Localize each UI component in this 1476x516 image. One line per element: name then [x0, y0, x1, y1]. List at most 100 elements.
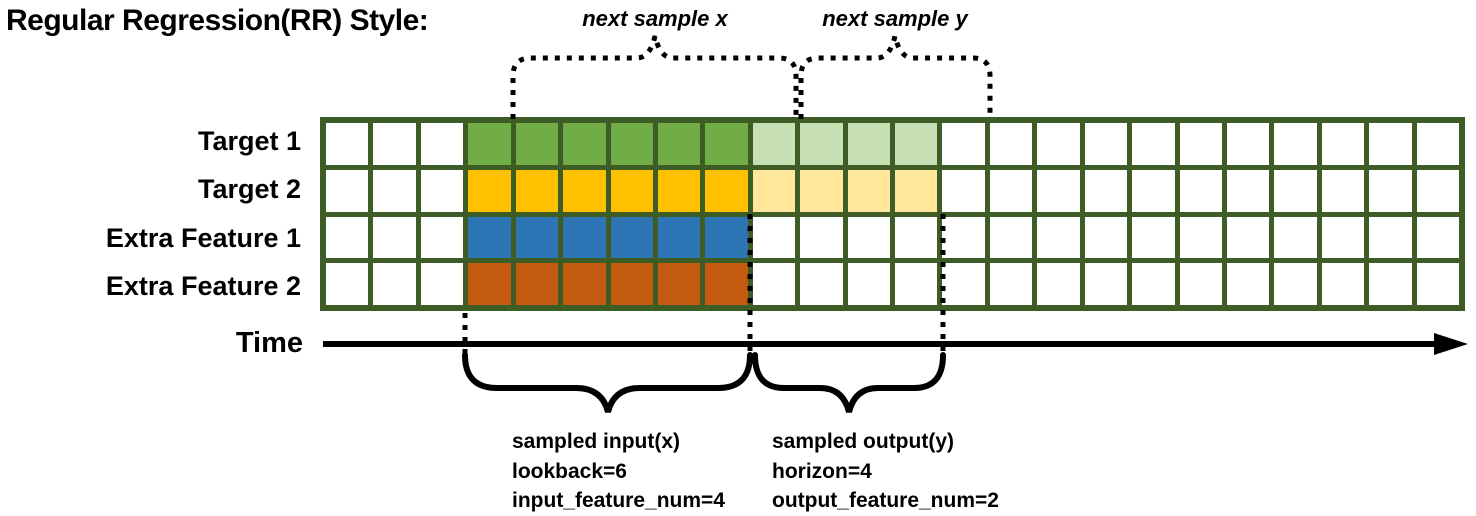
grid-cell — [942, 169, 985, 212]
grid-cell — [1274, 123, 1317, 165]
grid-cell — [1274, 169, 1317, 212]
sampled-input-title: sampled input(x) — [512, 430, 681, 453]
next-sample-x-label: next sample x — [582, 6, 728, 31]
grid-cell — [895, 263, 938, 305]
grid-cell — [989, 169, 1033, 212]
grid-cell — [1037, 123, 1080, 165]
grid-cell — [468, 216, 511, 259]
sampled-output-title: sampled output(y) — [772, 430, 954, 453]
grid-cell — [1321, 169, 1365, 212]
grid-cell — [1416, 169, 1459, 212]
grid-cell — [515, 169, 559, 212]
grid-cell — [610, 263, 653, 305]
grid-cell — [1084, 123, 1128, 165]
grid-cell — [942, 123, 985, 165]
next-sample-x-brace — [510, 35, 799, 119]
grid-cell — [1321, 263, 1365, 305]
grid-cell — [657, 263, 701, 305]
grid-cell — [800, 169, 843, 212]
grid-cell — [752, 263, 796, 305]
grid-cell — [563, 169, 606, 212]
next-sample-y-label: next sample y — [822, 6, 968, 31]
grid-cell — [1321, 123, 1365, 165]
grid-cell — [942, 216, 985, 259]
grid-cell — [1369, 263, 1412, 305]
grid-cell — [989, 216, 1033, 259]
grid-cell — [1084, 169, 1128, 212]
grid-cell — [563, 123, 606, 165]
grid-cell — [1084, 263, 1128, 305]
grid-cell — [1416, 263, 1459, 305]
row-label-target-1: Target 1 — [197, 125, 301, 156]
grid-cell — [610, 169, 653, 212]
grid-cell — [326, 216, 369, 259]
grid-cell — [1369, 123, 1412, 165]
grid-cell — [989, 123, 1033, 165]
grid-cell — [1037, 216, 1080, 259]
sampled-output-brace — [752, 352, 946, 413]
grid-cell — [515, 216, 559, 259]
grid-cell — [515, 263, 559, 305]
grid-cell — [847, 216, 890, 259]
horizon-value: horizon=4 — [772, 459, 872, 483]
grid-cell — [1179, 263, 1222, 305]
grid-cell — [1369, 216, 1412, 259]
grid-cell — [895, 169, 938, 212]
grid-cell — [657, 169, 701, 212]
grid-cell — [800, 216, 843, 259]
grid-cell — [895, 123, 938, 165]
grid-cell — [1274, 263, 1317, 305]
grid-cell — [1226, 263, 1270, 305]
row-label-target-2: Target 2 — [197, 174, 301, 205]
grid-cell — [373, 263, 416, 305]
grid-cell — [1179, 169, 1222, 212]
grid-cell — [610, 216, 653, 259]
diagram-title: Regular Regression(RR) Style: — [6, 4, 429, 37]
grid-cell — [1226, 216, 1270, 259]
grid-cell — [1132, 123, 1175, 165]
grid-cell — [657, 123, 701, 165]
grid-cell — [373, 169, 416, 212]
grid-cell — [847, 123, 890, 165]
grid-cell — [942, 263, 985, 305]
grid-cell — [752, 216, 796, 259]
time-label: Time — [235, 327, 303, 359]
grid-cell — [1274, 216, 1317, 259]
grid-cell — [1226, 123, 1270, 165]
grid-cell — [989, 263, 1033, 305]
output-feature-num-value: output_feature_num=2 — [772, 489, 999, 512]
grid-cell — [373, 216, 416, 259]
row-label-extra-feature-2: Extra Feature 2 — [105, 271, 301, 302]
grid-cell — [1132, 263, 1175, 305]
grid-cell — [1037, 169, 1080, 212]
grid-cell — [563, 216, 606, 259]
row-label-extra-feature-1: Extra Feature 1 — [105, 222, 301, 253]
grid-cell — [420, 169, 464, 212]
sampled-output-note: sampled output(y) horizon=4 output_featu… — [772, 427, 999, 516]
grid-cell — [800, 263, 843, 305]
sampled-input-note: sampled input(x) lookback=6 input_featur… — [512, 427, 725, 516]
grid-cell — [847, 169, 890, 212]
next-sample-y-brace — [798, 35, 993, 119]
grid-cell — [705, 123, 748, 165]
grid-cell — [1226, 169, 1270, 212]
grid-cell — [373, 123, 416, 165]
grid-cell — [800, 123, 843, 165]
grid-cell — [1132, 216, 1175, 259]
sampled-input-brace — [462, 352, 753, 413]
grid-cell — [705, 263, 748, 305]
grid-cell — [326, 263, 369, 305]
grid-cell — [420, 216, 464, 259]
grid-cell — [326, 169, 369, 212]
grid-cell — [847, 263, 890, 305]
grid-cell — [657, 216, 701, 259]
grid-cell — [1369, 169, 1412, 212]
time-axis-arrowhead-icon — [1434, 333, 1468, 355]
grid-cell — [1132, 169, 1175, 212]
grid-cell — [895, 216, 938, 259]
grid-cell — [705, 216, 748, 259]
grid-cell — [468, 263, 511, 305]
grid-cell — [468, 123, 511, 165]
sample-grid — [320, 117, 1465, 311]
row-labels: Target 1 Target 2 Extra Feature 1 Extra … — [0, 117, 311, 311]
